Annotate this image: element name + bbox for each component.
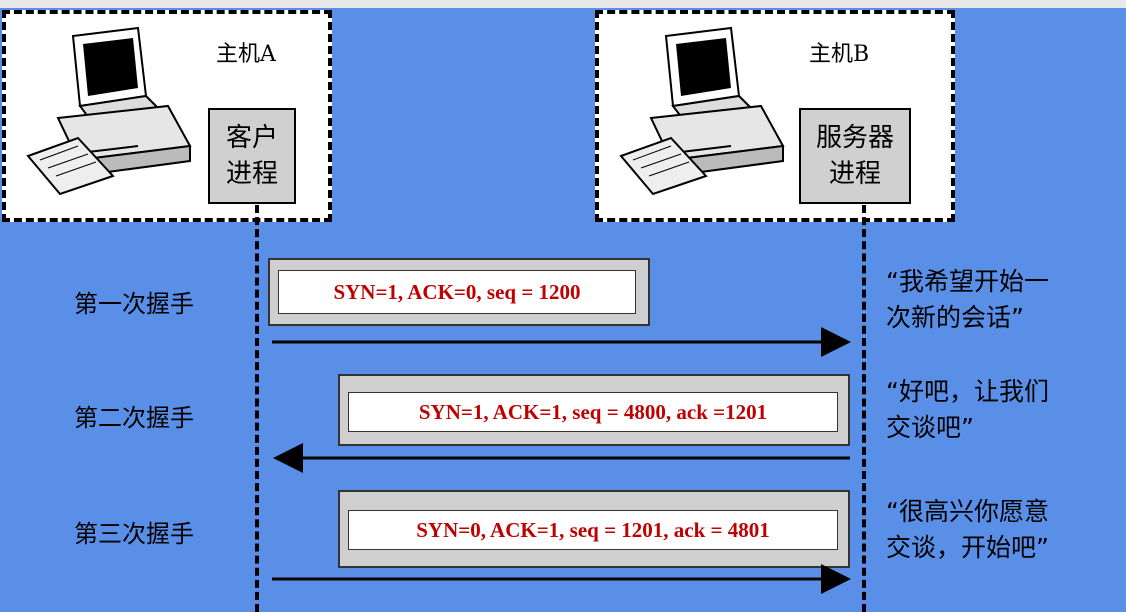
- client-process-box: 客户 进程: [208, 108, 296, 204]
- step-2-label: 第二次握手: [74, 404, 194, 432]
- step-1-quote-line-2: 次新的会话”: [886, 303, 1024, 332]
- top-strip: [0, 0, 1126, 8]
- step-3-quote-line-1: “很高兴你愿意: [886, 497, 1049, 526]
- host-b-box: 主机B 服务器 进程: [595, 10, 955, 222]
- step-2-message: SYN=1, ACK=1, seq = 4800, ack =1201: [348, 392, 838, 432]
- step-1-label: 第一次握手: [74, 290, 194, 318]
- server-process-label-1: 服务器: [815, 123, 894, 153]
- step-1-quote: “我希望开始一 次新的会话”: [886, 264, 1049, 336]
- step-3-message-frame: SYN=0, ACK=1, seq = 1201, ack = 4801: [338, 490, 850, 568]
- step-1-message-frame: SYN=1, ACK=0, seq = 1200: [268, 258, 650, 326]
- host-a-box: 主机A 客户 进程: [2, 10, 332, 222]
- step-2-quote-line-2: 交谈吧”: [886, 413, 974, 442]
- server-process-box: 服务器 进程: [799, 108, 911, 204]
- host-a-title: 主机A: [216, 42, 276, 67]
- server-lifeline: [862, 205, 866, 612]
- step-2-quote: “好吧，让我们 交谈吧”: [886, 374, 1049, 446]
- step-3-quote: “很高兴你愿意 交谈，开始吧”: [886, 494, 1049, 566]
- step-3-label: 第三次握手: [74, 520, 194, 548]
- computer-icon: [619, 26, 785, 196]
- client-process-label-2: 进程: [225, 159, 278, 189]
- step-2-quote-line-1: “好吧，让我们: [886, 377, 1049, 406]
- step-2-message-frame: SYN=1, ACK=1, seq = 4800, ack =1201: [338, 374, 850, 446]
- step-3-message: SYN=0, ACK=1, seq = 1201, ack = 4801: [348, 510, 838, 550]
- server-process-label-2: 进程: [828, 159, 881, 189]
- client-process-label-1: 客户: [225, 123, 278, 153]
- client-lifeline: [255, 205, 259, 612]
- step-1-message: SYN=1, ACK=0, seq = 1200: [278, 270, 636, 314]
- computer-icon: [26, 26, 192, 196]
- step-1-quote-line-1: “我希望开始一: [886, 267, 1049, 296]
- host-b-title: 主机B: [809, 42, 870, 67]
- step-3-quote-line-2: 交谈，开始吧”: [886, 533, 1049, 562]
